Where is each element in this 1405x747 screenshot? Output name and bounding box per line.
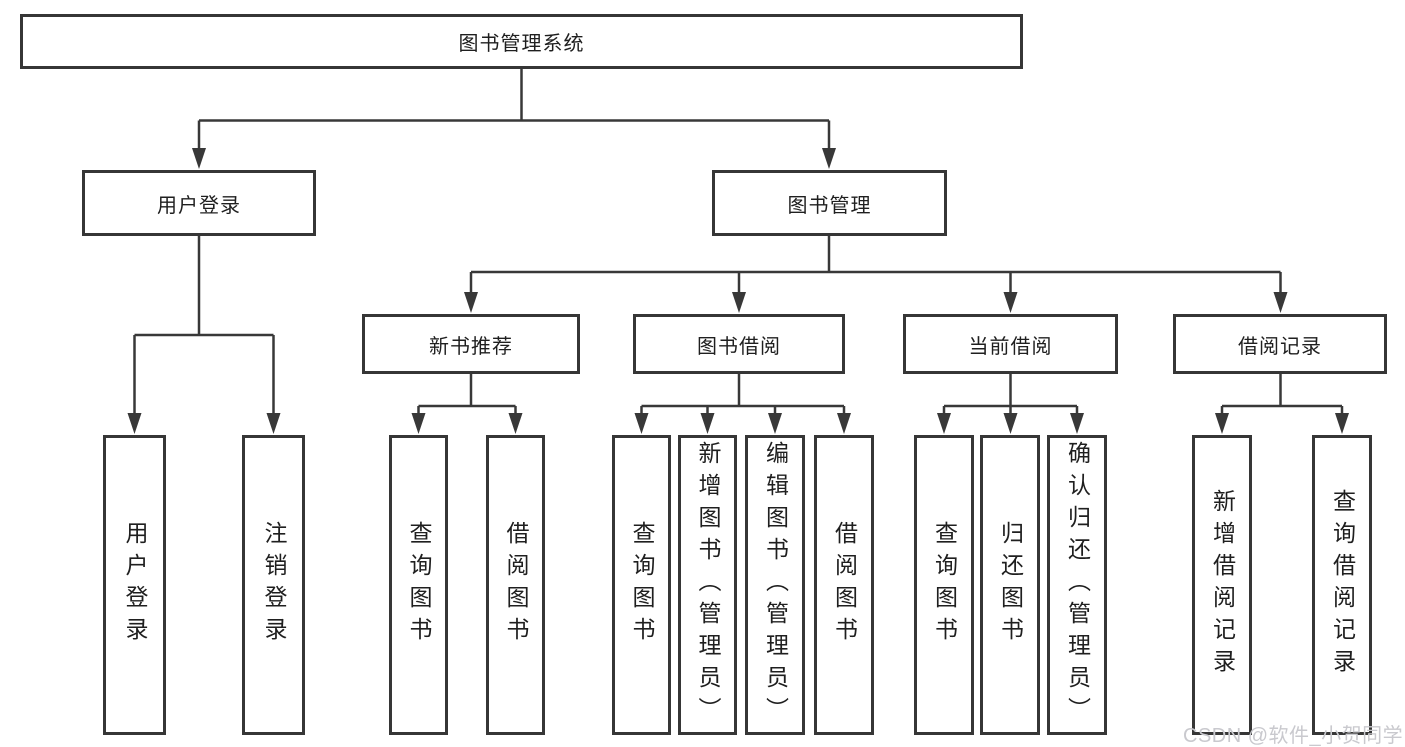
node-borrow-records: 借阅记录 bbox=[1173, 314, 1387, 374]
arrow-down-icon bbox=[508, 413, 523, 434]
arrow-down-icon bbox=[1335, 413, 1349, 434]
arrow-down-icon bbox=[822, 148, 836, 169]
node-current-borrow: 当前借阅 bbox=[903, 314, 1118, 374]
leaf-br-query-record: 查询借阅记录 bbox=[1312, 435, 1372, 735]
arrow-down-icon bbox=[127, 413, 142, 434]
leaf-cb-confirm-return-admin-label: 确认归还（管理员） bbox=[1064, 441, 1091, 729]
leaf-bb-borrow-books: 借阅图书 bbox=[814, 435, 874, 735]
leaf-bb-borrow-books-label: 借阅图书 bbox=[831, 521, 858, 649]
leaf-bb-query-books-label: 查询图书 bbox=[629, 521, 655, 649]
arrow-down-icon bbox=[1070, 413, 1084, 434]
node-current-borrow-label: 当前借阅 bbox=[968, 335, 1053, 358]
leaf-bb-edit-books-admin-label: 编辑图书（管理员） bbox=[762, 441, 789, 729]
arrow-down-icon bbox=[411, 413, 426, 434]
node-book-borrow: 图书借阅 bbox=[633, 314, 845, 374]
leaf-br-add-record: 新增借阅记录 bbox=[1192, 435, 1252, 735]
arrow-down-icon bbox=[937, 413, 951, 434]
leaf-bb-edit-books-admin: 编辑图书（管理员） bbox=[745, 435, 805, 735]
arrow-down-icon bbox=[768, 413, 782, 434]
arrow-down-icon bbox=[266, 413, 281, 434]
node-book-management-label: 图书管理 bbox=[787, 194, 872, 217]
leaf-bb-query-books: 查询图书 bbox=[612, 435, 671, 735]
node-root: 图书管理系统 bbox=[20, 14, 1023, 69]
leaf-nb-borrow-books: 借阅图书 bbox=[486, 435, 545, 735]
leaf-logout: 注销登录 bbox=[242, 435, 305, 735]
node-root-label: 图书管理系统 bbox=[458, 33, 585, 55]
leaf-bb-add-books-admin: 新增图书（管理员） bbox=[678, 435, 737, 735]
arrow-down-icon bbox=[700, 413, 715, 434]
leaf-cb-return-books-label: 归还图书 bbox=[997, 521, 1024, 649]
arrow-down-icon bbox=[1273, 292, 1288, 313]
arrow-down-icon bbox=[464, 292, 478, 313]
leaf-cb-return-books: 归还图书 bbox=[980, 435, 1040, 735]
csdn-watermark: CSDN @软件_小贺同学 bbox=[1183, 725, 1404, 747]
arrow-down-icon bbox=[1003, 413, 1018, 434]
leaf-logout-label: 注销登录 bbox=[261, 521, 287, 649]
node-borrow-records-label: 借阅记录 bbox=[1238, 335, 1322, 358]
leaf-cb-confirm-return-admin: 确认归还（管理员） bbox=[1047, 435, 1107, 735]
leaf-nb-borrow-books-label: 借阅图书 bbox=[503, 521, 529, 649]
arrow-down-icon bbox=[837, 413, 851, 434]
node-new-book-recommend: 新书推荐 bbox=[362, 314, 580, 374]
arrow-down-icon bbox=[1003, 292, 1018, 313]
node-book-management: 图书管理 bbox=[712, 170, 947, 236]
node-user-login-label: 用户登录 bbox=[157, 194, 241, 217]
leaf-bb-add-books-admin-label: 新增图书（管理员） bbox=[695, 441, 721, 729]
arrow-down-icon bbox=[732, 292, 746, 313]
node-user-login: 用户登录 bbox=[82, 170, 316, 236]
leaf-nb-query-books-label: 查询图书 bbox=[406, 521, 432, 649]
leaf-br-query-record-label: 查询借阅记录 bbox=[1329, 489, 1356, 681]
leaf-br-add-record-label: 新增借阅记录 bbox=[1209, 489, 1236, 681]
leaf-user-login: 用户登录 bbox=[103, 435, 166, 735]
arrow-down-icon bbox=[1215, 413, 1229, 434]
node-book-borrow-label: 图书借阅 bbox=[697, 335, 781, 358]
arrow-down-icon bbox=[634, 413, 649, 434]
leaf-cb-query-books-label: 查询图书 bbox=[931, 521, 958, 649]
node-new-book-recommend-label: 新书推荐 bbox=[429, 335, 513, 358]
leaf-nb-query-books: 查询图书 bbox=[389, 435, 448, 735]
leaf-user-login-label: 用户登录 bbox=[122, 521, 148, 649]
leaf-cb-query-books: 查询图书 bbox=[914, 435, 974, 735]
arrow-down-icon bbox=[192, 148, 206, 169]
